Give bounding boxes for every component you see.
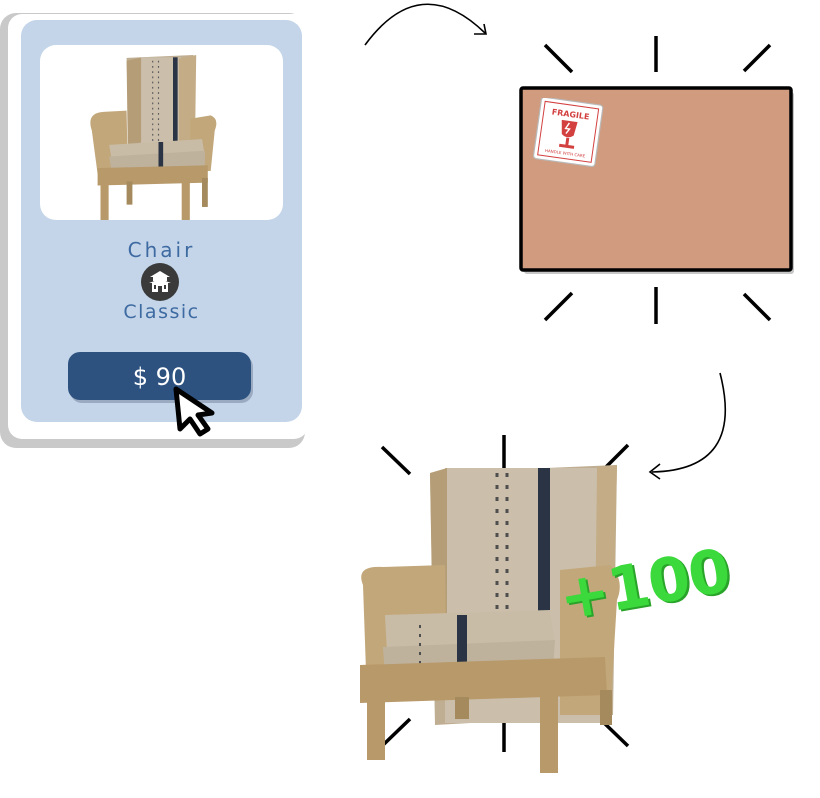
product-name: Chair [127, 238, 196, 262]
broken-glass-icon [558, 119, 578, 149]
product-style: Classic [123, 301, 200, 323]
product-card[interactable]: Chair Classic $ 90 [21, 20, 302, 422]
chair-image [360, 465, 620, 773]
pagoda-icon [141, 263, 179, 301]
fragile-label: FRAGILE HANDLE WITH CARE [533, 98, 604, 168]
curved-arrow-icon [364, 3, 486, 46]
curved-arrow-icon [651, 372, 727, 473]
svg-text:HANDLE WITH CARE: HANDLE WITH CARE [545, 148, 586, 159]
chair-thumbnail-image [90, 55, 217, 220]
cursor-icon [173, 386, 215, 437]
product-thumbnail[interactable] [40, 45, 283, 220]
buy-price-button[interactable]: $ 90 [68, 352, 251, 400]
